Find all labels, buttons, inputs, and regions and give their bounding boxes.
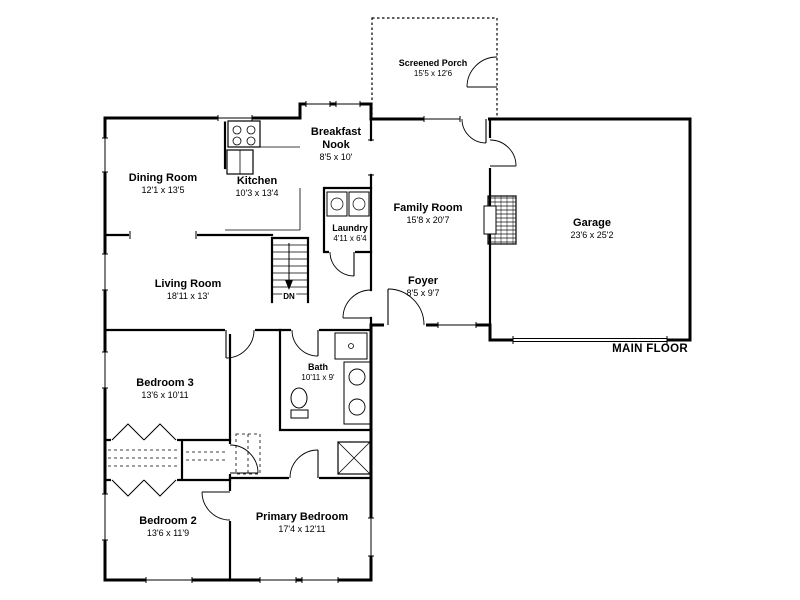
room-label-bath: Bath 10'11 x 9'	[301, 362, 335, 382]
room-label-kitchen: Kitchen 10'3 x 13'4	[235, 175, 279, 198]
windows	[101, 100, 477, 584]
closets	[108, 423, 261, 497]
washer-icon	[326, 191, 348, 217]
room-label-breakfast-nook: Breakfast Nook 8'5 x 10'	[310, 126, 362, 162]
bath-fixtures	[290, 332, 372, 475]
door-arcs	[201, 56, 517, 521]
stairs-dn-label: DN	[282, 292, 296, 301]
sink-icon	[348, 398, 366, 416]
dryer-icon	[348, 191, 370, 217]
cased-opening	[129, 139, 374, 239]
laundry-fixtures	[326, 191, 370, 217]
room-label-bedroom-3: Bedroom 3 13'6 x 10'11	[136, 377, 194, 400]
room-label-screened-porch: Screened Porch 15'5 x 12'6	[398, 58, 468, 78]
room-label-primary-bedroom: Primary Bedroom 17'4 x 12'11	[255, 511, 349, 534]
vanity-counter	[343, 361, 372, 425]
doors	[201, 56, 517, 521]
kitchen-counter	[225, 146, 301, 231]
floor-title: MAIN FLOOR	[612, 343, 688, 355]
stairs-down-arrow-icon	[285, 280, 293, 290]
room-label-foyer: Foyer 8'5 x 9'7	[406, 275, 440, 298]
shower-icon	[337, 441, 371, 475]
sink-icon	[348, 368, 366, 386]
stairs	[272, 243, 308, 295]
exterior-walls	[103, 102, 692, 582]
bifold-doors	[111, 423, 177, 497]
stove-icon	[227, 120, 261, 148]
toilet-icon	[290, 387, 308, 409]
room-label-laundry: Laundry 4'11 x 6'4	[332, 223, 368, 243]
fireplace-icon	[483, 195, 517, 245]
room-label-family-room: Family Room 15'8 x 20'7	[393, 202, 463, 225]
garage-door	[512, 336, 668, 344]
room-label-garage: Garage 23'6 x 25'2	[570, 217, 614, 240]
tub-icon	[334, 332, 368, 360]
room-label-bedroom-2: Bedroom 2 13'6 x 11'9	[139, 515, 197, 538]
room-label-dining-room: Dining Room 12'1 x 13'5	[128, 172, 198, 195]
closet-shelves	[108, 433, 261, 475]
kitchen-fixtures	[225, 120, 301, 231]
screened-porch-outline	[371, 17, 498, 120]
room-label-living-room: Living Room 18'11 x 13'	[154, 278, 222, 301]
door-leaves	[202, 86, 516, 493]
